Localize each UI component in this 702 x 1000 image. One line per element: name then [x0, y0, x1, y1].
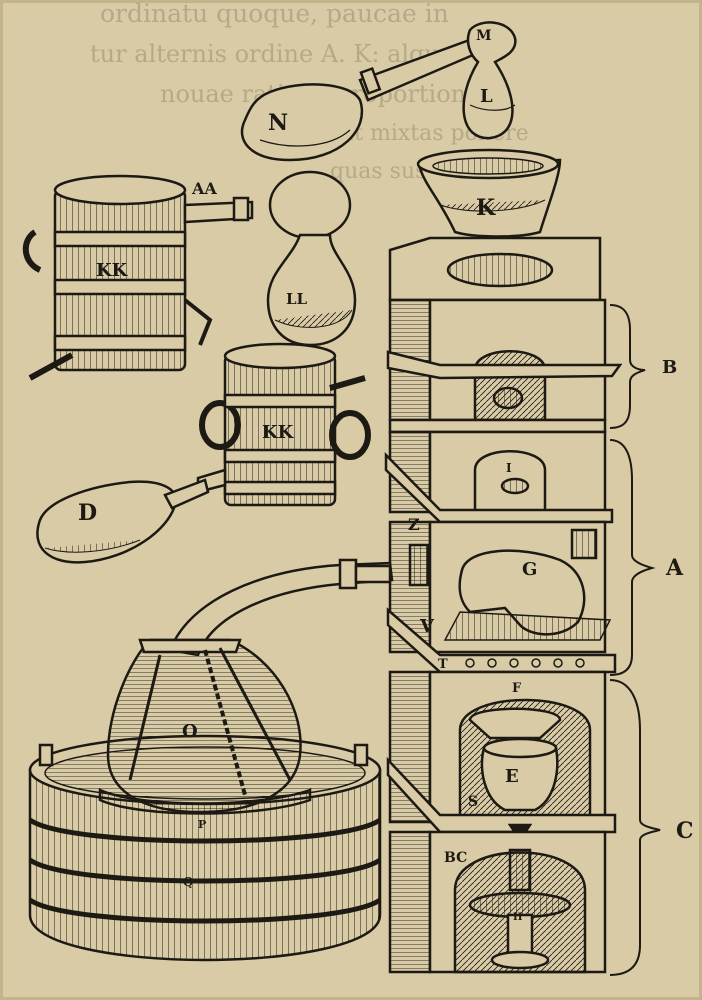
furnace-top-opening — [446, 252, 554, 288]
label-bc: BC — [444, 850, 467, 866]
lower-barrel-kk — [196, 342, 371, 507]
bracket-a — [609, 439, 656, 676]
label-k: K — [476, 195, 496, 221]
label-g: G — [522, 559, 537, 580]
label-s: S — [468, 794, 478, 810]
bracket-c — [609, 679, 661, 976]
figure-labels: M L N K AA KK LL B KK D I Z G A V T O F … — [78, 28, 694, 923]
label-a: A — [665, 555, 684, 581]
label-kk-upper: KK — [96, 260, 129, 281]
vessel-e — [480, 746, 559, 812]
bleed-line-1: ordinatu quoque, paucae in — [100, 0, 449, 28]
label-q: Q — [183, 875, 193, 889]
label-l: L — [480, 86, 493, 107]
label-p: P — [198, 818, 206, 831]
label-t: T — [438, 657, 448, 672]
label-b: B — [662, 357, 677, 378]
label-n: N — [268, 110, 288, 136]
retort-ll-head — [268, 170, 352, 240]
label-c: C — [676, 818, 694, 844]
upper-barrel-kk — [22, 174, 254, 381]
label-aa: AA — [191, 179, 217, 198]
receiver-d — [36, 478, 210, 564]
bleed-line-2: tur alternis ordine A. K: alque — [90, 40, 454, 68]
label-m: M — [476, 28, 492, 44]
tub-body — [28, 768, 382, 962]
cucurbit-o — [98, 558, 394, 815]
label-f: F — [512, 681, 522, 696]
label-e: E — [505, 766, 519, 787]
label-d: D — [78, 500, 97, 526]
funnel-f — [468, 707, 562, 740]
retort-ll — [266, 170, 357, 347]
bracket-b — [609, 304, 646, 429]
small-alembic-assembly — [240, 21, 562, 238]
chamber-b-arch — [473, 350, 547, 422]
cucurbit-k — [418, 158, 562, 238]
label-o: O — [182, 721, 198, 742]
label-ll: LL — [286, 290, 308, 308]
label-z: Z — [408, 515, 420, 534]
label-kk-lower: KK — [262, 422, 295, 443]
label-i: I — [506, 461, 512, 475]
label-v: V — [419, 616, 435, 637]
furnace-tower — [384, 236, 661, 976]
label-h: H — [513, 912, 522, 923]
